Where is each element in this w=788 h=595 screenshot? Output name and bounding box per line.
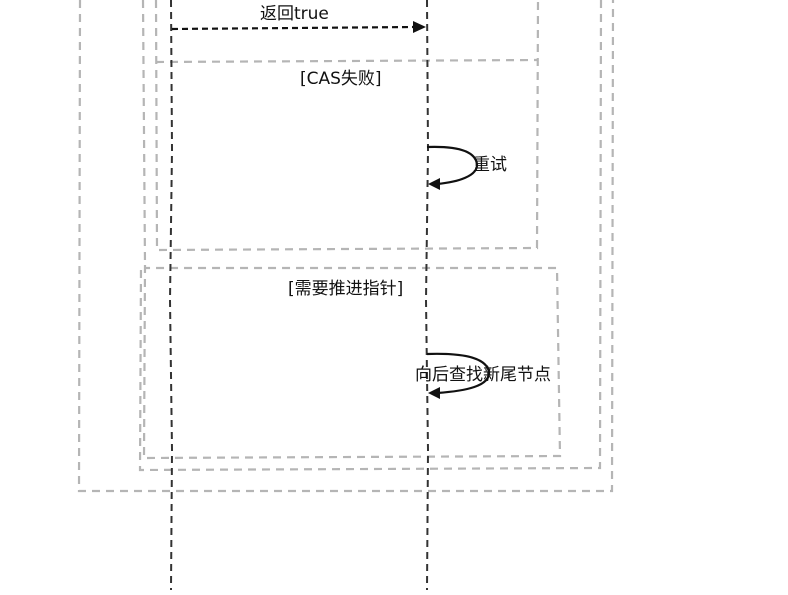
retry-loop	[426, 145, 479, 186]
find-new-tail-label: 向后查找新尾节点	[415, 365, 551, 385]
find-tail-arrowhead	[428, 387, 440, 399]
find-tail-loop	[426, 352, 491, 395]
outer-frame	[77, 0, 615, 493]
cas-failed-guard: [CAS失败]	[300, 69, 382, 89]
cas-frame	[154, 0, 540, 252]
lifeline-right	[424, 0, 430, 591]
lifeline-left	[168, 0, 174, 591]
return-true-arrow	[171, 25, 416, 31]
cas-separator	[155, 58, 538, 64]
retry-arrowhead	[428, 178, 440, 190]
return-true-arrowhead	[413, 21, 426, 33]
middle-frame	[138, 0, 603, 472]
return-true-label: 返回true	[260, 4, 329, 24]
need-advance-guard: [需要推进指针]	[288, 279, 404, 299]
retry-label: 重试	[473, 155, 507, 175]
